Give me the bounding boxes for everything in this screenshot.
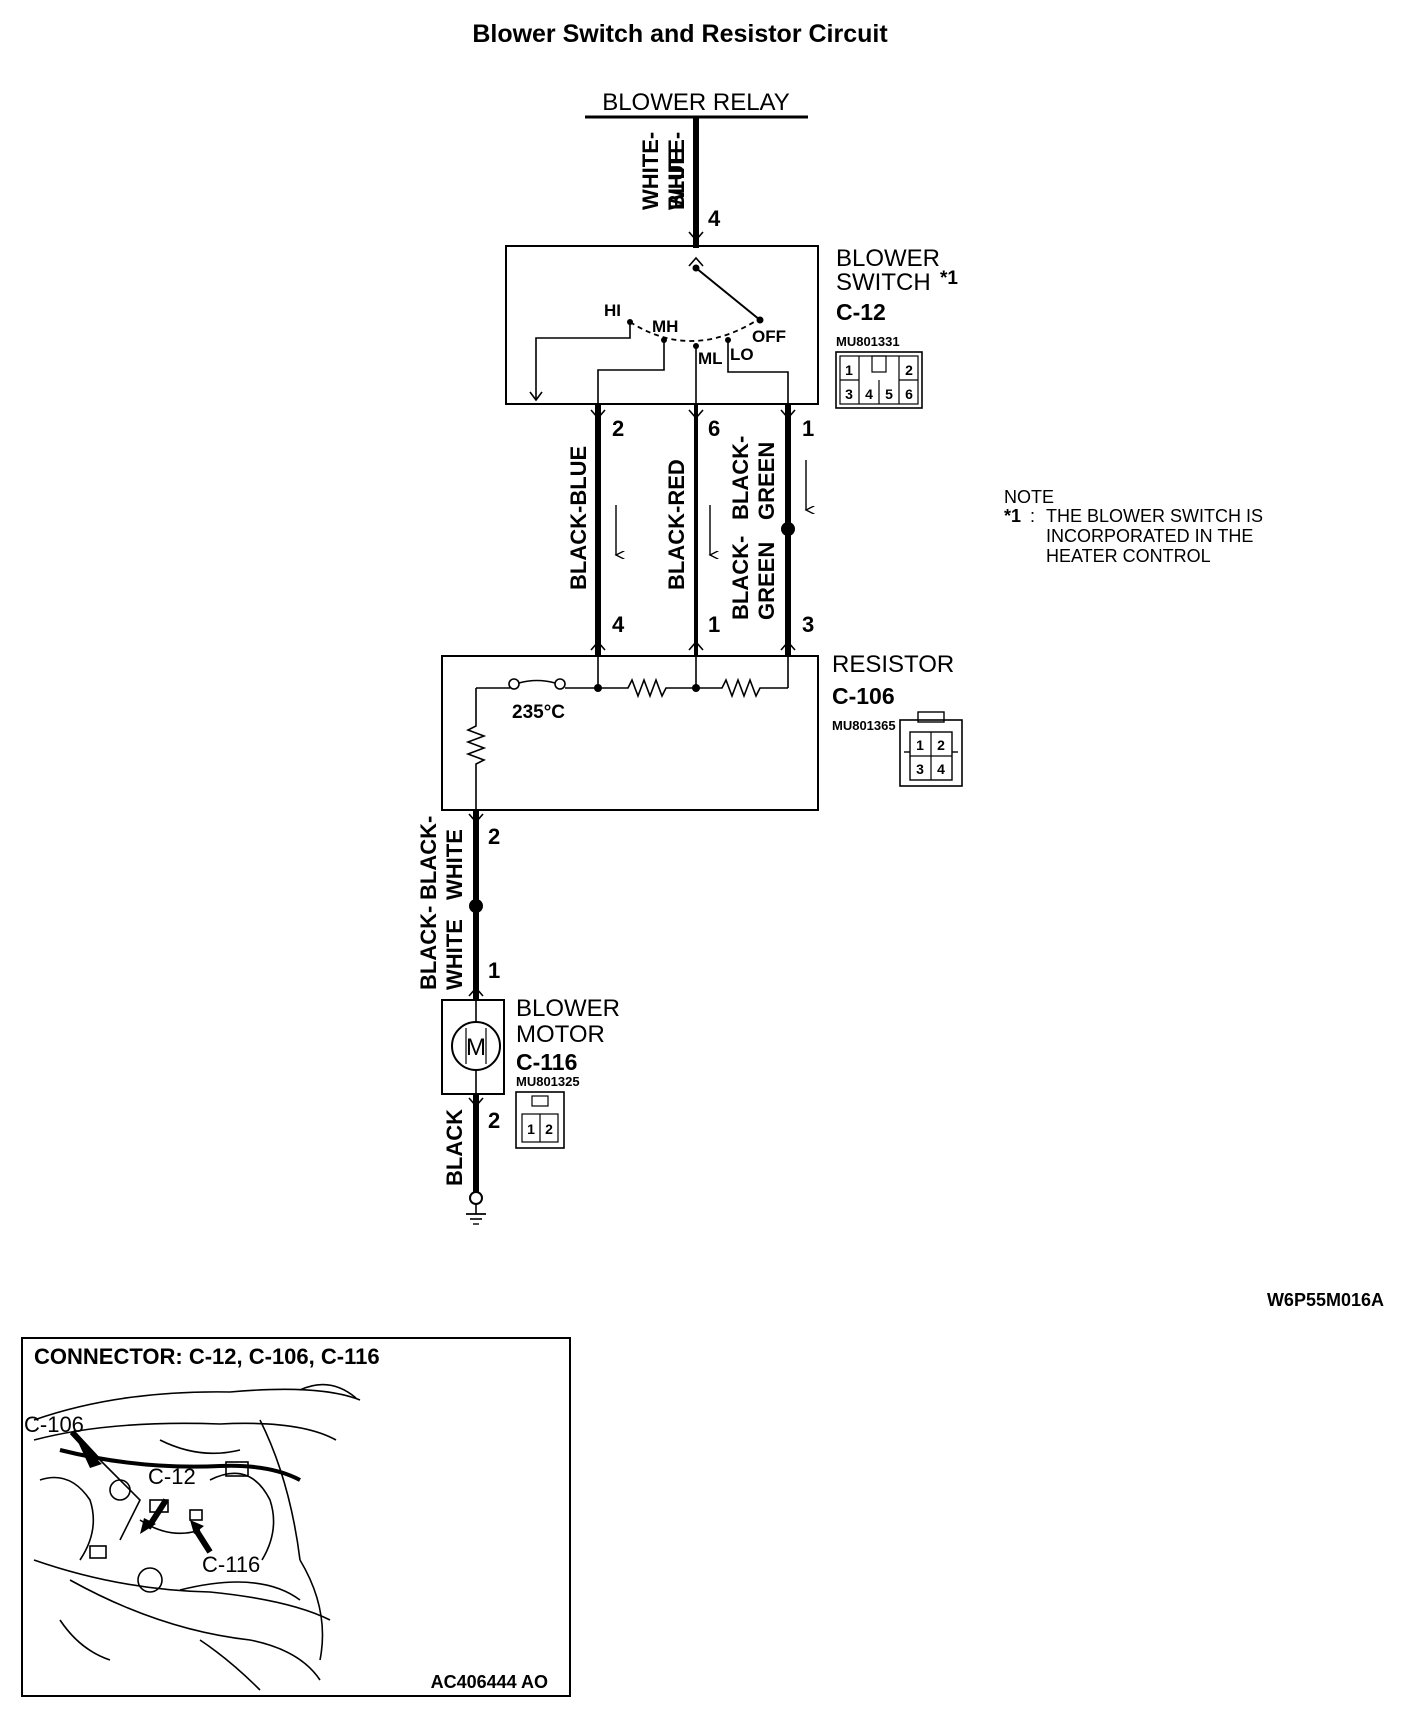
blower-switch: HI MH ML LO OFF	[505, 245, 819, 405]
part-number-c106: MU801365	[832, 718, 896, 733]
svg-text:1: 1	[916, 737, 924, 753]
svg-text:4: 4	[937, 761, 945, 777]
svg-text:1: 1	[845, 362, 853, 378]
svg-text::: :	[1030, 506, 1035, 526]
svg-text:4: 4	[865, 386, 873, 402]
wire-label-black-green-lower-1: BLACK-	[728, 536, 753, 620]
wire-black-ground	[466, 1094, 486, 1225]
blower-switch-name-2: SWITCH	[836, 269, 931, 296]
note-mark: *1	[1004, 506, 1021, 526]
svg-text:2: 2	[937, 737, 945, 753]
wire-label-black-white-lower-2: WHITE	[442, 919, 467, 990]
motor-letter: M	[466, 1034, 486, 1061]
locator-code: AC406444 AO	[431, 1672, 548, 1692]
pin-resistor-3: 3	[802, 612, 814, 637]
connector-face-c12: 1 2 3 4 5 6	[835, 351, 923, 409]
connector-face-c116: 1 2	[515, 1091, 565, 1149]
svg-text:2: 2	[905, 362, 913, 378]
wire-black-red	[688, 404, 710, 656]
wire-black-green	[780, 404, 806, 656]
blower-switch-note-mark: *1	[940, 268, 958, 289]
note-block: NOTE *1 : THE BLOWER SWITCH IS INCORPORA…	[1004, 487, 1263, 566]
pin-motor-1: 1	[488, 958, 500, 983]
diagram-title: Blower Switch and Resistor Circuit	[472, 20, 888, 48]
resistor-element-1	[598, 677, 696, 699]
splice-point	[781, 522, 795, 536]
pin-switch-1: 1	[802, 416, 814, 441]
locator-label-c106: C-106	[24, 1412, 84, 1437]
fuse-temperature-label: 235°C	[512, 702, 565, 723]
pin-switch-2: 2	[612, 416, 624, 441]
blower-switch-name-1: BLOWER	[836, 245, 940, 272]
connector-c106: C-106	[832, 683, 895, 709]
pin-resistor-4: 4	[612, 612, 625, 637]
position-mh: MH	[652, 317, 678, 336]
pin-switch-4: 4	[708, 206, 721, 231]
wire-label-white-blue-1: WHITE-	[664, 132, 689, 210]
wire-label-black-green-upper-2: GREEN	[754, 442, 779, 520]
svg-text:5: 5	[885, 386, 893, 402]
wire-label-black: BLACK	[442, 1109, 467, 1186]
locator-title: CONNECTOR: C-12, C-106, C-116	[34, 1344, 380, 1369]
wire-label-black-white-upper-1: BLACK-	[416, 816, 441, 900]
blower-relay-label: BLOWER RELAY	[602, 89, 790, 116]
blower-motor-name-1: BLOWER	[516, 995, 620, 1022]
wire-label-white-blue-line1: WHITE-	[638, 132, 663, 210]
wire-label-black-red: BLACK-RED	[664, 459, 689, 590]
resistor-element-2	[696, 677, 788, 699]
splice-point-bw	[469, 899, 483, 913]
wire-black-white	[468, 810, 484, 1000]
note-text-1: THE BLOWER SWITCH IS	[1046, 506, 1263, 526]
pin-motor-2: 2	[488, 1108, 500, 1133]
resistor-element-3	[465, 688, 487, 810]
locator-label-c12: C-12	[148, 1464, 196, 1489]
thermal-fuse-left	[508, 678, 520, 690]
wire-label-black-white-lower-1: BLACK-	[416, 906, 441, 990]
note-text-3: HEATER CONTROL	[1046, 546, 1211, 566]
pin-resistor-1: 1	[708, 612, 720, 637]
blower-relay: BLOWER RELAY	[585, 89, 808, 119]
svg-text:6: 6	[905, 386, 913, 402]
svg-text:3: 3	[916, 761, 924, 777]
wire-label-black-green-upper-1: BLACK-	[728, 436, 753, 520]
position-off: OFF	[752, 327, 786, 346]
thermal-fuse-right	[554, 678, 566, 690]
connector-locator-inset: CONNECTOR: C-12, C-106, C-116	[21, 1337, 571, 1697]
resistor-block	[441, 655, 819, 811]
locator-label-c116: C-116	[202, 1552, 260, 1577]
pin-resistor-2: 2	[488, 824, 500, 849]
wire-black-blue	[590, 404, 616, 656]
part-number-c116: MU801325	[516, 1074, 580, 1089]
resistor-name: RESISTOR	[832, 651, 954, 678]
position-hi: HI	[604, 301, 621, 320]
connector-face-c106: 1 2 3 4	[899, 711, 963, 787]
svg-text:2: 2	[545, 1121, 553, 1137]
connector-c116: C-116	[516, 1049, 577, 1075]
arrow-c116-icon	[193, 1528, 213, 1554]
wire-label-black-blue: BLACK-BLUE	[566, 446, 591, 590]
part-number-c12: MU801331	[836, 334, 900, 349]
wire-label-black-white-upper-2: WHITE	[442, 829, 467, 900]
note-heading: NOTE	[1004, 487, 1054, 507]
svg-text:3: 3	[845, 386, 853, 402]
position-lo: LO	[730, 345, 754, 364]
harness-main	[59, 1448, 301, 1482]
position-ml: ML	[698, 349, 723, 368]
svg-text:1: 1	[527, 1121, 535, 1137]
figure-code: W6P55M016A	[1267, 1290, 1384, 1310]
pin-switch-6: 6	[708, 416, 720, 441]
wire-label-white-blue-line2: BLUE	[664, 150, 689, 210]
blower-motor-name-2: MOTOR	[516, 1021, 605, 1048]
wire-label-black-green-lower-2: GREEN	[754, 542, 779, 620]
connector-c12: C-12	[836, 299, 886, 325]
note-text-2: INCORPORATED IN THE	[1046, 526, 1253, 546]
